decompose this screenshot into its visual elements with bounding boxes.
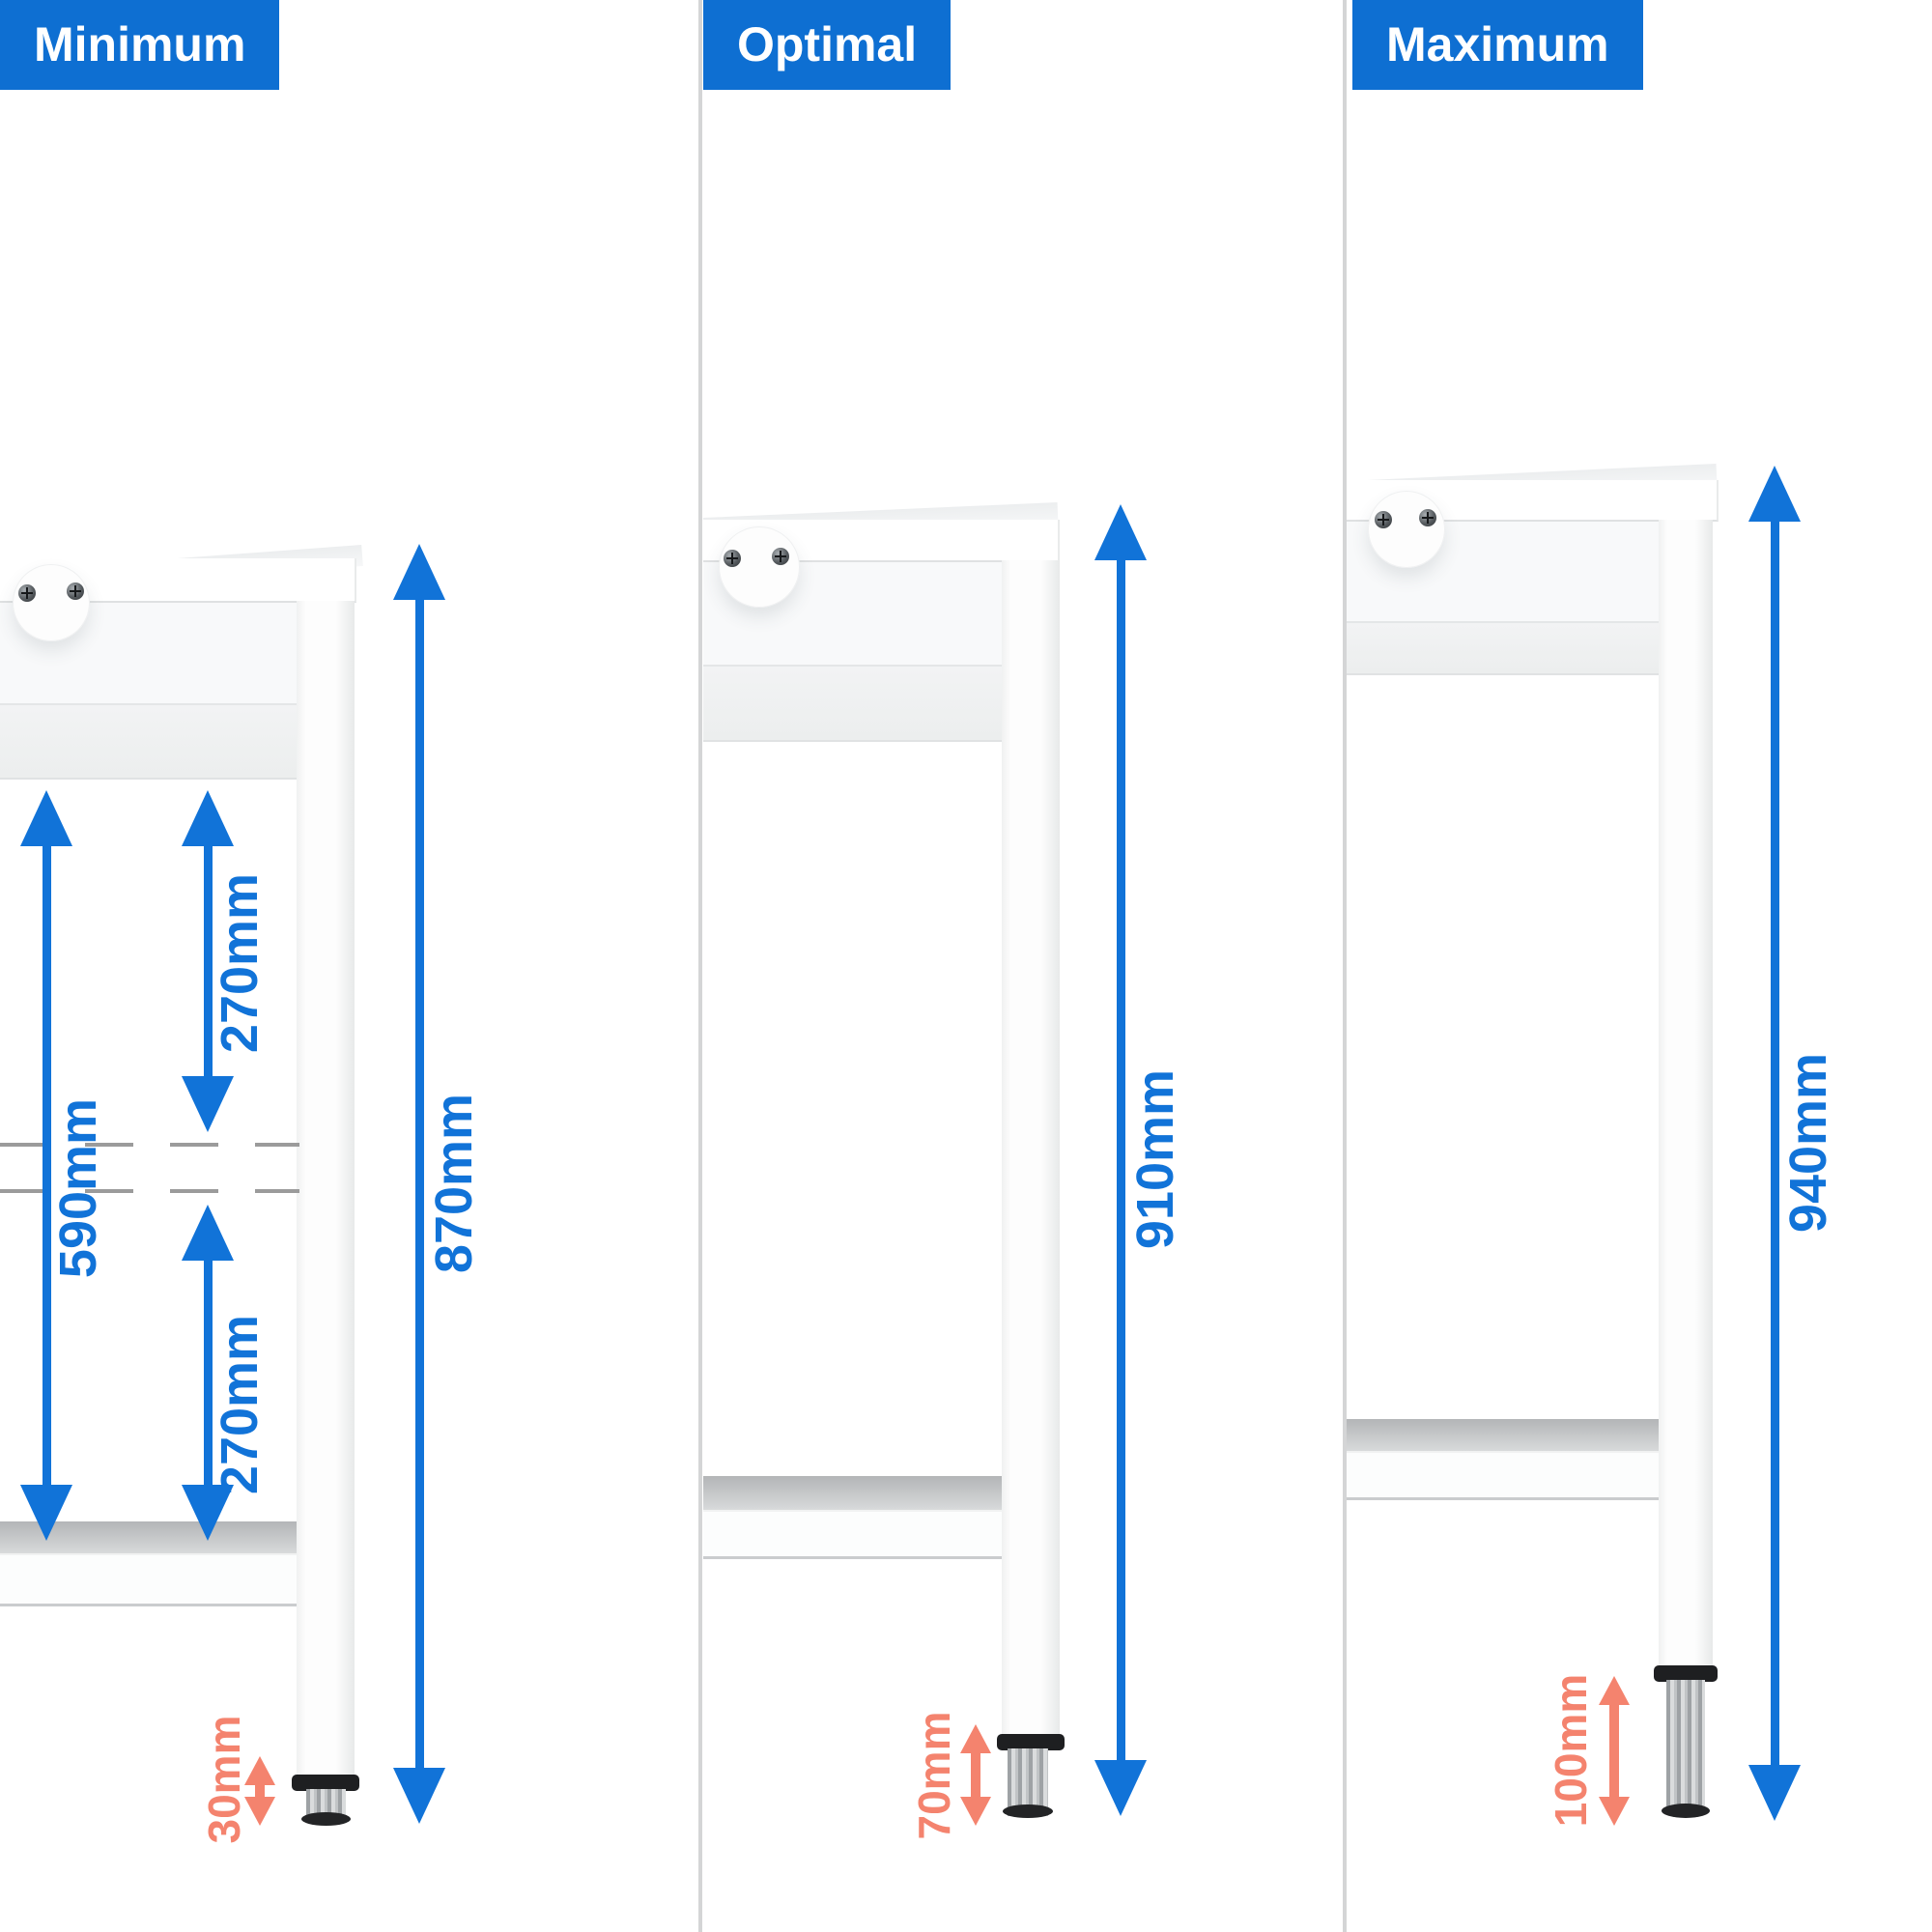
clearance-upper-arrow: [182, 790, 234, 1132]
foot-adjustment-arrow: [960, 1724, 991, 1826]
screw-icon: [1375, 511, 1392, 528]
screw-icon: [1419, 509, 1436, 526]
mounting-bracket: [13, 564, 90, 641]
rear-rail: [0, 705, 297, 780]
foot-adjustment-arrow: [1599, 1676, 1630, 1826]
rear-rail: [1347, 623, 1659, 675]
foot-collar: [292, 1775, 359, 1791]
screw-icon: [67, 582, 84, 600]
foot-base: [301, 1812, 351, 1826]
table-leg: [1659, 520, 1713, 1665]
adjustable-foot: [1666, 1680, 1705, 1815]
mounting-bracket: [1368, 491, 1445, 568]
bottom-shelf-surface: [703, 1476, 1002, 1510]
shelf-position-dashed-line: [0, 1143, 299, 1147]
foot-collar: [997, 1734, 1065, 1750]
table-leg: [297, 601, 355, 1775]
screw-icon: [724, 550, 741, 567]
clearance-total-arrow: [20, 790, 72, 1541]
height-dimension-label: 940mm: [1779, 1052, 1837, 1234]
foot-adjustment-label: 100mm: [1546, 1673, 1596, 1828]
panel-title-maximum: Maximum: [1352, 0, 1643, 90]
shelf-position-dashed-line: [0, 1189, 299, 1193]
bottom-shelf-surface: [1347, 1419, 1659, 1451]
bottom-shelf: [0, 1553, 297, 1606]
panel-optimal: Optimal 910mm 70mm: [702, 0, 1343, 1932]
clearance-lower-arrow: [182, 1205, 234, 1541]
foot-adjustment-label: 70mm: [909, 1711, 959, 1840]
height-dimension-arrow: [1094, 504, 1147, 1816]
height-dimension-label: 910mm: [1126, 1068, 1184, 1250]
panel-maximum: Maximum 940mm 100mm: [1347, 0, 1932, 1932]
height-dimension-arrow: [393, 544, 445, 1824]
foot-base: [1662, 1804, 1710, 1818]
screw-icon: [18, 584, 36, 602]
height-dimension-label: 870mm: [425, 1093, 483, 1274]
screw-icon: [772, 548, 789, 565]
bottom-shelf: [703, 1510, 1002, 1559]
rear-rail: [703, 667, 1002, 742]
bottom-shelf: [1347, 1451, 1659, 1500]
clearance-total-label: 590mm: [49, 1097, 107, 1279]
foot-adjustment-arrow: [244, 1756, 275, 1826]
mounting-bracket: [719, 526, 800, 608]
panel-minimum: Minimum 590mm 270mm 270: [0, 0, 698, 1932]
clearance-upper-label: 270mm: [211, 872, 269, 1054]
clearance-lower-label: 270mm: [211, 1314, 269, 1495]
foot-base: [1003, 1804, 1053, 1818]
panel-divider-1: [698, 0, 702, 1932]
table-leg: [1002, 560, 1060, 1734]
height-dimension-arrow: [1748, 466, 1801, 1821]
panel-title-minimum: Minimum: [0, 0, 280, 90]
panel-divider-2: [1343, 0, 1347, 1932]
panel-title-optimal: Optimal: [703, 0, 952, 90]
foot-collar: [1654, 1665, 1718, 1682]
foot-adjustment-label: 30mm: [199, 1715, 249, 1844]
